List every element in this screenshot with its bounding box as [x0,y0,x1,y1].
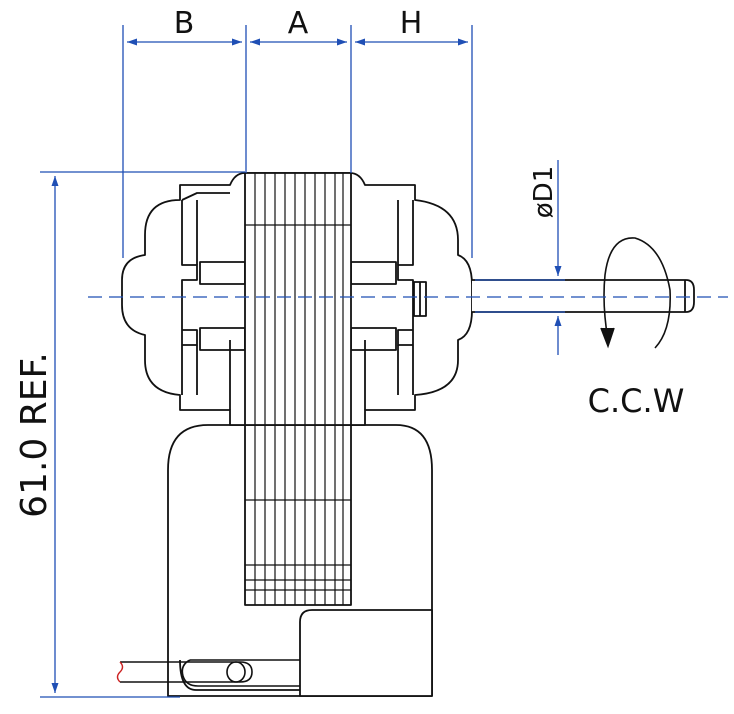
rotation-arrow [600,237,672,349]
wire-cut-end [116,661,124,683]
lead-wires [120,659,300,687]
label-diameter: øD1 [529,166,559,218]
label-b: B [174,6,195,41]
label-a: A [288,6,309,41]
label-height: 61.0 REF. [14,352,55,518]
stator-laminations [245,173,351,605]
label-h: H [400,6,423,41]
stator-upper [244,172,352,426]
dimension-lines [40,25,728,698]
motor-shaft [472,279,695,313]
motor-body [121,172,695,697]
right-bell-inner [397,200,414,395]
left-bell-inner [181,200,198,395]
label-rotation: C.C.W [588,382,685,420]
terminal-block [299,609,433,697]
